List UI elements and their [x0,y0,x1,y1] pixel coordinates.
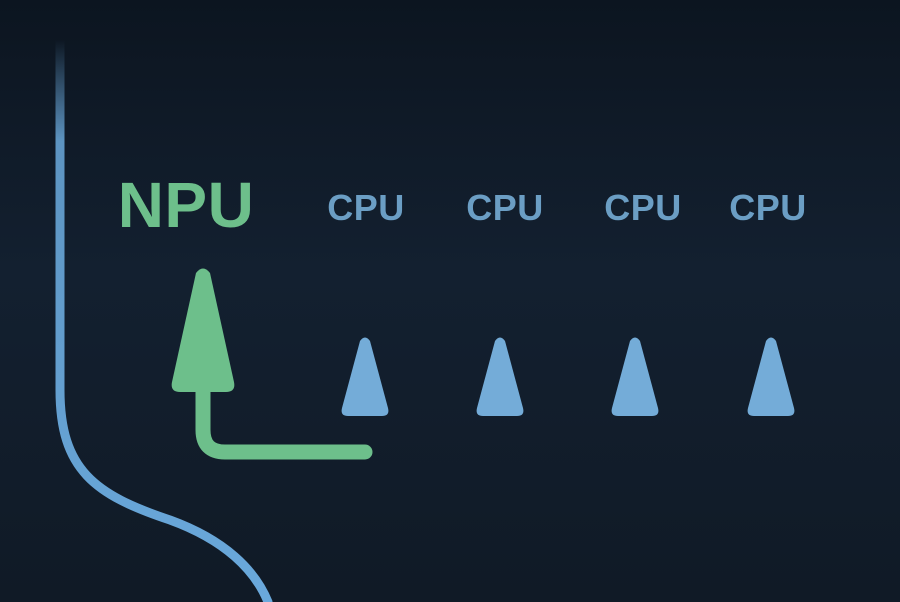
cpu-label: CPU [604,187,682,228]
left-track-line [55,35,273,602]
npu-offload-arrow [171,268,373,460]
cpu-label: CPU [466,187,544,228]
cpu-arrow-icon [611,337,659,497]
cpu-label: CPU [729,187,807,228]
cpu-arrow-icon [476,337,524,497]
npu-label: NPU [117,169,255,241]
cpu-arrow-icon [341,337,389,497]
cpu-label: CPU [327,187,405,228]
cpu-arrow-icon [747,337,795,497]
